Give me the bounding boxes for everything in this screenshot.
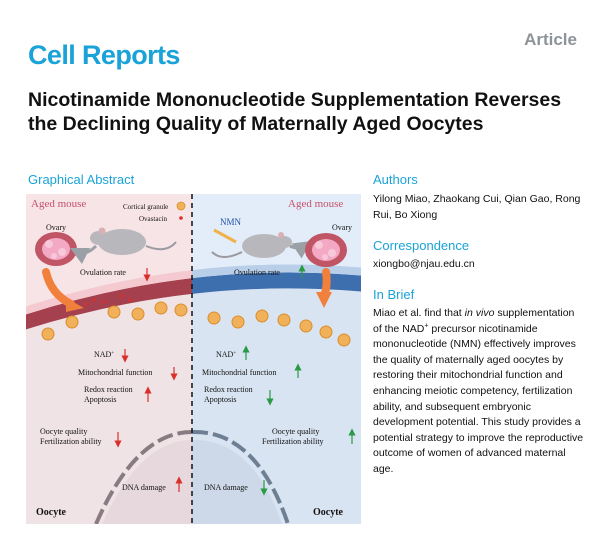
right-fertilization-label: Fertilization ability <box>262 437 324 446</box>
left-fertilization-label: Fertilization ability <box>40 437 102 446</box>
legend-granule-label: Cortical granule <box>123 203 168 211</box>
right-quality-label: Oocyte quality <box>272 427 319 436</box>
right-oocyte-label: Oocyte <box>313 507 344 518</box>
correspondence-email[interactable]: xiongbo@njau.edu.cn <box>373 258 475 270</box>
right-grey-arrow <box>289 241 312 259</box>
right-granules <box>207 309 351 347</box>
authors-heading: Authors <box>373 172 418 187</box>
right-apoptosis-label: Apoptosis <box>204 395 236 404</box>
right-membrane <box>192 272 361 294</box>
right-ovary-label: Ovary <box>332 223 352 232</box>
left-dna-label: DNA damage <box>122 483 166 492</box>
left-quality-label: Oocyte quality <box>40 427 87 436</box>
right-panel-label: Aged mouse <box>288 198 343 210</box>
right-ovulation-label: Ovulation rate <box>234 268 280 277</box>
left-oocyte-label: Oocyte <box>36 507 67 518</box>
paper-title: Nicotinamide Mononucleotide Supplementat… <box>28 89 562 135</box>
article-type-label: Article <box>524 30 577 49</box>
left-grey-arrow <box>69 244 98 265</box>
in-brief-text: Miao et al. find that in vivo supplement… <box>373 307 584 475</box>
left-mouse-icon <box>90 227 177 255</box>
nmn-label: NMN <box>220 217 242 227</box>
legend-ovastacin-label: Ovastacin <box>139 215 167 223</box>
correspondence-heading: Correspondence <box>373 238 470 253</box>
right-dna-label: DNA damage <box>204 483 248 492</box>
left-nad-label: NAD+ <box>94 350 114 359</box>
granule-icon <box>176 201 186 211</box>
right-mouse-icon <box>211 232 292 258</box>
left-apoptosis-label: Apoptosis <box>84 395 116 404</box>
left-ovary-label: Ovary <box>46 223 66 232</box>
left-panel-label: Aged mouse <box>31 198 86 210</box>
right-mito-label: Mitochondrial function <box>202 368 276 377</box>
graphical-abstract-figure: Aged mouse Aged mouse Cortical granule O… <box>26 194 361 524</box>
left-ovulation-label: Ovulation rate <box>80 268 126 277</box>
left-membrane <box>26 278 192 330</box>
right-nucleus <box>192 429 290 524</box>
syringe-icon <box>213 228 237 244</box>
graphical-abstract-heading: Graphical Abstract <box>28 172 135 187</box>
left-mito-label: Mitochondrial function <box>78 368 152 377</box>
right-nad-label: NAD+ <box>216 350 236 359</box>
authors-list: Yilong Miao, Zhaokang Cui, Qian Gao, Ron… <box>373 193 581 221</box>
left-granules <box>41 294 188 341</box>
journal-title: Cell Reports <box>28 40 180 70</box>
right-redox-label: Redox reaction <box>204 385 253 394</box>
in-brief-heading: In Brief <box>373 287 415 302</box>
left-nucleus <box>94 430 192 524</box>
left-redox-label: Redox reaction <box>84 385 133 394</box>
ovastacin-icon <box>179 216 183 220</box>
